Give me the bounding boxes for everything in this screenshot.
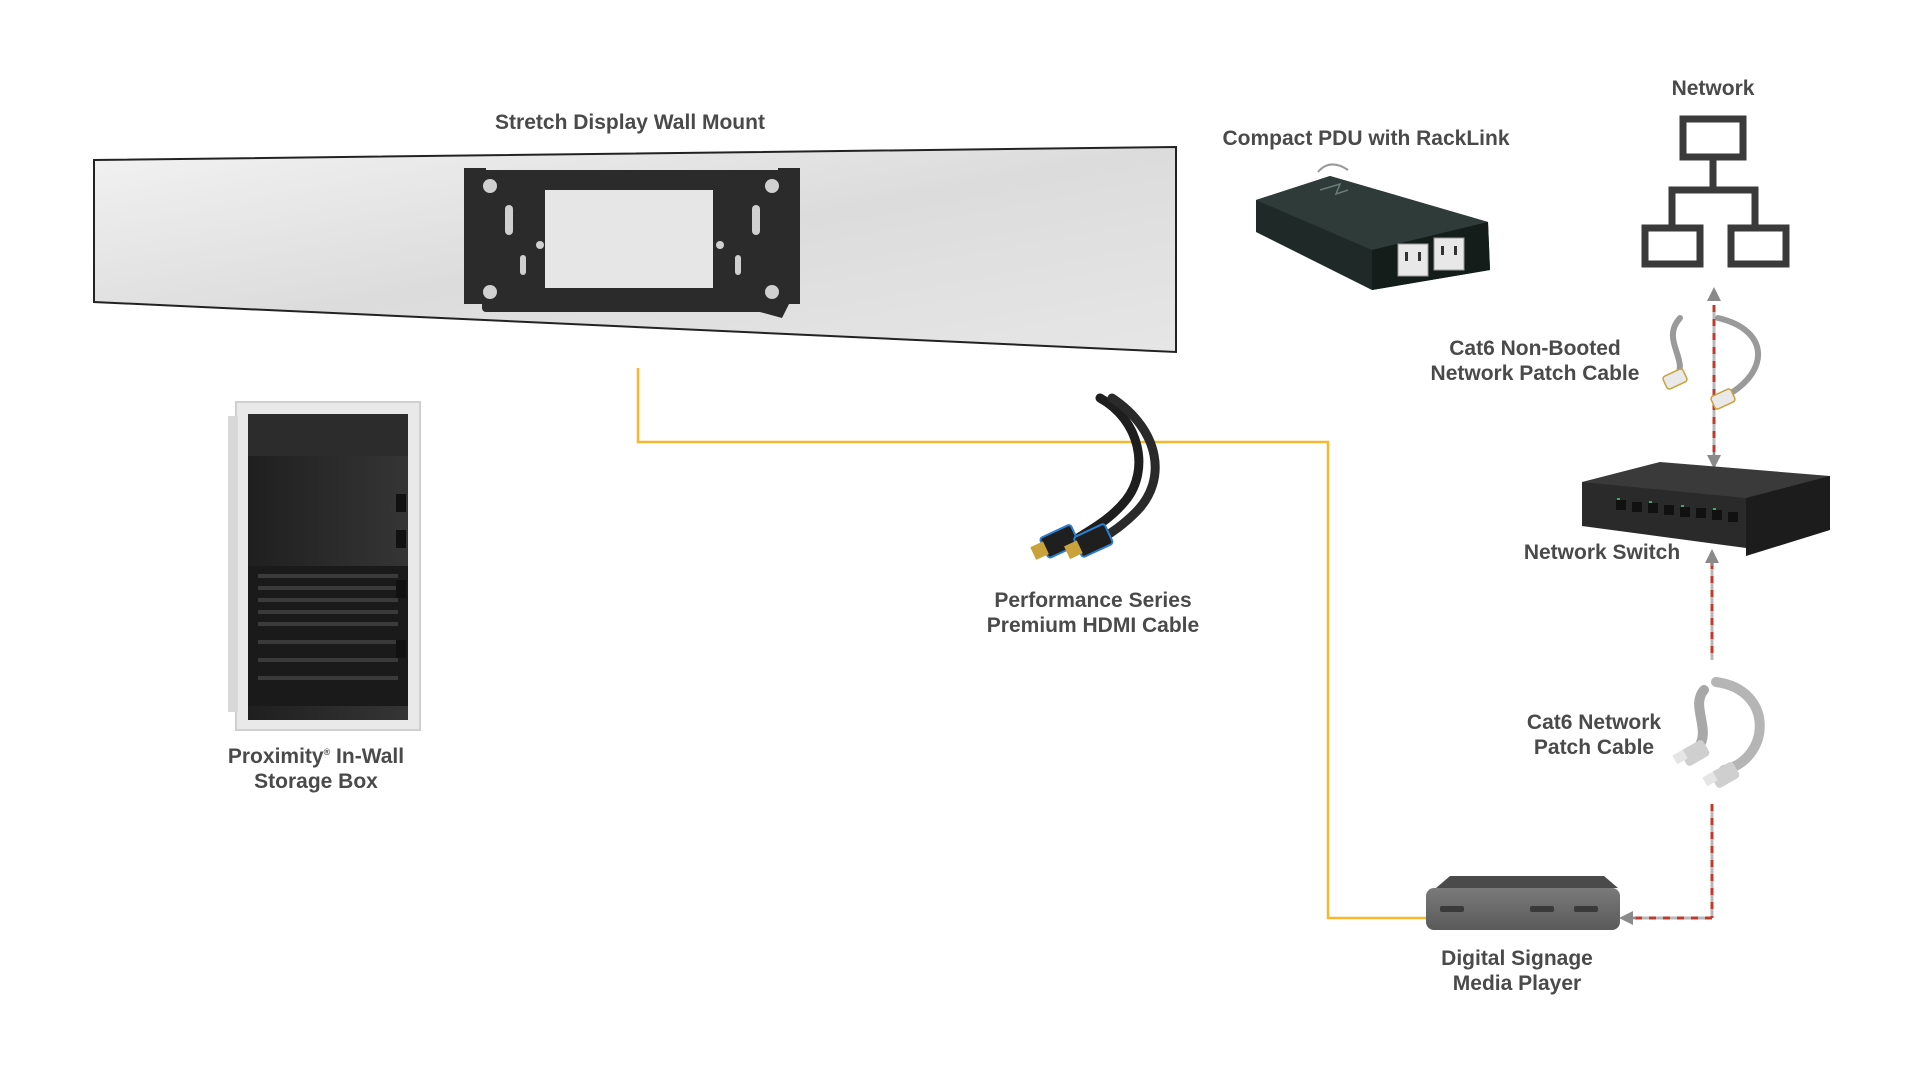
- hdmi-connection-line: [636, 368, 1426, 920]
- wall-mount-bracket-image: [93, 145, 1177, 354]
- network-label: Network: [1671, 77, 1755, 100]
- pdu-label: Compact PDU with RackLink: [1222, 127, 1510, 150]
- network-switch-label: Network Switch: [1523, 541, 1681, 564]
- cat6-patch-cable-image: [1672, 677, 1765, 788]
- hdmi-cable-image: [1030, 393, 1160, 560]
- pdu-device-image: [1256, 163, 1490, 290]
- wall-mount-label: Stretch Display Wall Mount: [495, 111, 765, 134]
- network-topology-icon: [1641, 115, 1790, 268]
- cat6-non-booted-label: Cat6 Non-Booted Network Patch Cable: [1430, 337, 1640, 385]
- network-line-lower: [1619, 549, 1719, 925]
- cat6-patch-cable-label: Cat6 Network Patch Cable: [1526, 711, 1662, 759]
- cat6-non-booted-cable-image: [1662, 315, 1762, 410]
- in-wall-storage-box-image: [228, 401, 421, 731]
- storage-box-label: Proximity® In-Wall Storage Box: [227, 745, 405, 793]
- hdmi-cable-label: Performance Series Premium HDMI Cable: [986, 589, 1200, 637]
- network-switch-image: [1582, 462, 1830, 556]
- media-player-device-image: [1426, 876, 1620, 930]
- media-player-label: Digital Signage Media Player: [1441, 947, 1593, 995]
